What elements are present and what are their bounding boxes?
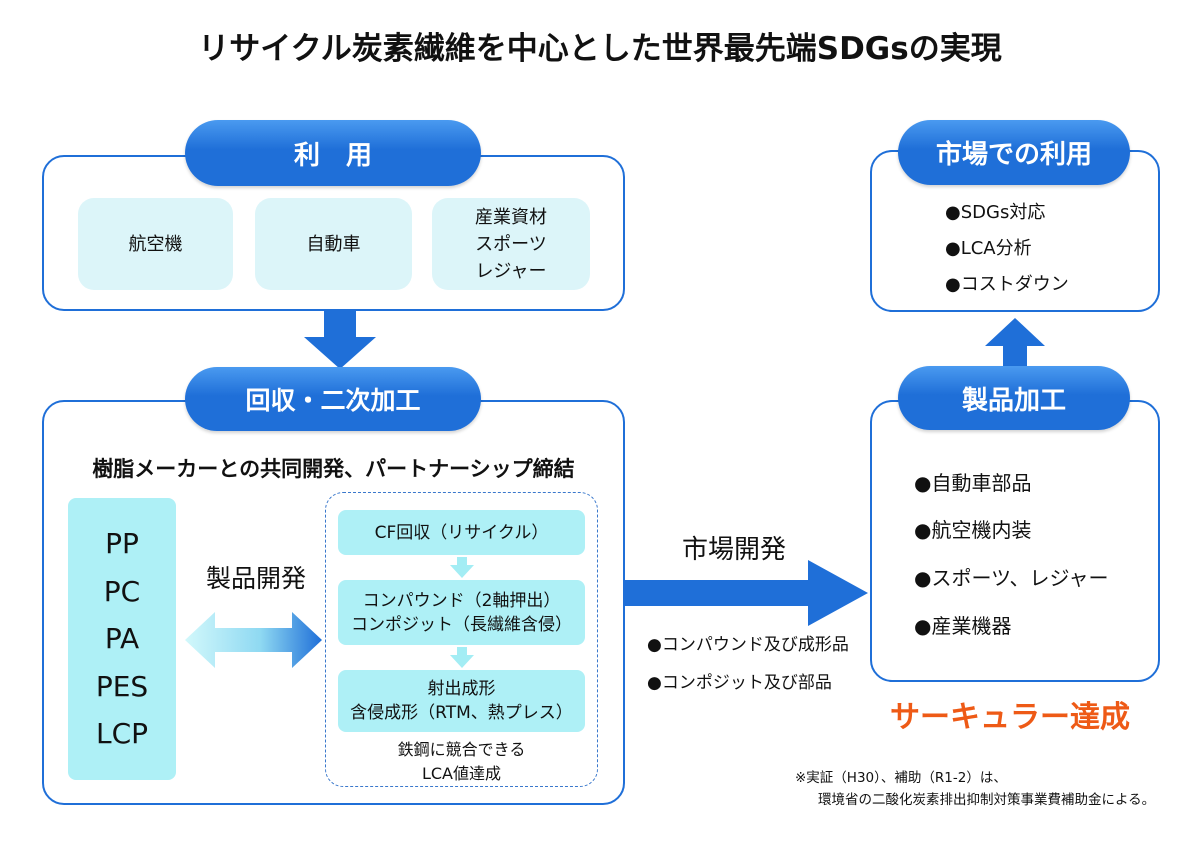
footnote-line: 環境省の二酸化炭素排出抑制対策事業費補助金による。: [818, 792, 1156, 808]
circular-achievement-label: サーキュラー達成: [890, 700, 1130, 735]
usage-tile-automobile: 自動車: [255, 198, 412, 290]
product-processing-header: 製品加工: [898, 366, 1130, 430]
process-result-line: 鉄鋼に競合できる: [397, 740, 526, 759]
process-step-label: コンパウンド（2軸押出）: [362, 590, 561, 611]
usage-tile-label: 産業資材: [475, 206, 547, 228]
resin-item: PES: [95, 669, 149, 703]
process-step-cf-recovery: CF回収（リサイクル）: [338, 510, 585, 555]
market-development-item: ●コンパウンド及び成形品: [647, 635, 849, 655]
process-step-label: コンポジット（長繊維含侵）: [351, 614, 572, 635]
usage-header: 利 用: [185, 120, 481, 186]
footnote-line: ※実証（H30）、補助（R1-2）は、: [795, 770, 1007, 786]
resin-list: PP PC PA PES LCP: [68, 498, 176, 780]
product-development-label: 製品開発: [205, 564, 306, 593]
resin-item: PC: [103, 574, 141, 608]
usage-tile-label: 自動車: [306, 233, 361, 255]
process-step-molding: 射出成形 含侵成形（RTM、熱プレス）: [338, 670, 585, 732]
product-processing-item: ●航空機内装: [914, 518, 1032, 542]
process-result-line: LCA値達成: [421, 764, 502, 783]
product-processing-item: ●スポーツ、レジャー: [914, 566, 1109, 590]
resin-item: PA: [104, 622, 140, 656]
process-result: 鉄鋼に競合できる LCA値達成: [338, 738, 585, 786]
process-step-compound-composite: コンパウンド（2軸押出） コンポジット（長繊維含侵）: [338, 580, 585, 645]
process-step-label: CF回収（リサイクル）: [374, 522, 549, 543]
arrow-right-icon: [625, 560, 868, 626]
arrow-up-icon: [985, 318, 1045, 368]
recovery-header: 回収・二次加工: [185, 367, 481, 431]
arrow-down-icon: [304, 310, 376, 369]
market-development-item: ●コンポジット及び部品: [647, 673, 832, 693]
usage-tile-label: 航空機: [128, 233, 183, 255]
market-development-label: 市場開発: [681, 535, 786, 565]
market-usage-item: ●LCA分析: [945, 238, 1032, 259]
market-usage-item: ●コストダウン: [945, 274, 1069, 295]
usage-tile-label: スポーツ: [475, 233, 547, 255]
process-step-label: 含侵成形（RTM、熱プレス）: [350, 703, 573, 723]
resin-item: LCP: [95, 717, 149, 751]
process-flow-group: [325, 492, 598, 787]
partnership-subtitle: 樹脂メーカーとの共同開発、パートナーシップ締結: [92, 457, 575, 481]
page-title: リサイクル炭素繊維を中心とした世界最先端SDGsの実現: [198, 31, 1002, 67]
usage-tile-label: レジャー: [475, 260, 547, 282]
market-usage-item: ●SDGs対応: [945, 202, 1046, 223]
process-step-label: 射出成形: [427, 679, 496, 699]
product-processing-item: ●自動車部品: [914, 471, 1032, 495]
product-processing-panel: [870, 400, 1160, 682]
usage-tile-aircraft: 航空機: [78, 198, 233, 290]
product-processing-item: ●産業機器: [914, 614, 1012, 638]
resin-item: PP: [105, 527, 139, 561]
usage-tile-industrial-sports-leisure: 産業資材 スポーツ レジャー: [432, 198, 590, 290]
market-usage-header: 市場での利用: [898, 120, 1130, 185]
